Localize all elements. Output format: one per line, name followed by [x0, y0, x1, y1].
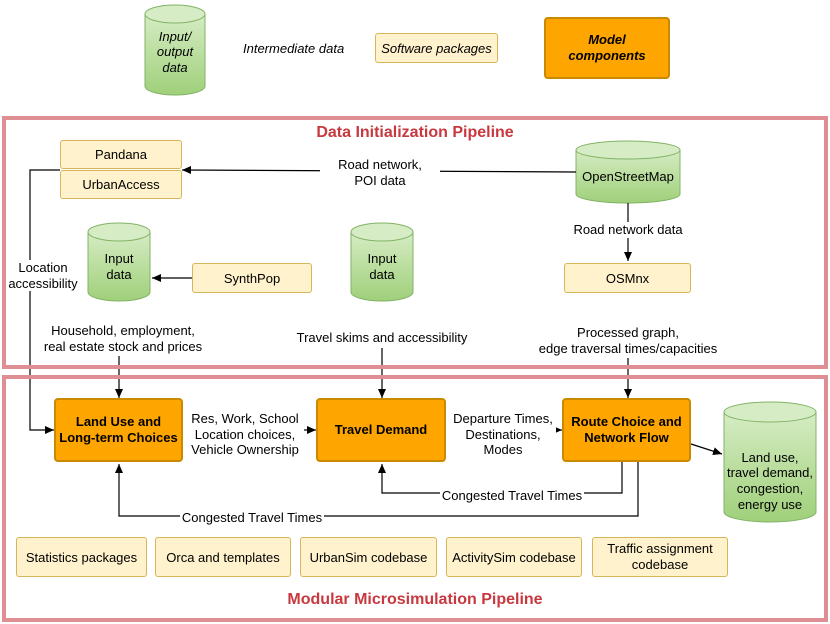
- legend-intermediate-label: Intermediate data: [243, 41, 345, 56]
- package-traffic-assignment: Traffic assignment codebase: [592, 537, 728, 577]
- legend-software-box: Software packages: [375, 33, 498, 63]
- package-urbansim: UrbanSim codebase: [300, 537, 437, 577]
- osmnx-box: OSMnx: [564, 263, 691, 293]
- travel-skims-label: Travel skims and accessibility: [290, 330, 474, 346]
- synthpop-box: SynthPop: [192, 263, 312, 293]
- travel-demand-box: Travel Demand: [316, 398, 446, 462]
- location-accessibility-label: Location accessibility: [8, 260, 78, 292]
- openstreetmap-label: OpenStreetMap: [582, 169, 674, 185]
- package-statistics: Statistics packages: [16, 537, 147, 577]
- res-work-label: Res, Work, School Location choices, Vehi…: [186, 411, 304, 458]
- legend-io-data-label: Input/ output data: [156, 28, 194, 75]
- arrow-congested-outer: [115, 462, 639, 517]
- pandana-box: Pandana: [60, 140, 182, 169]
- congested-inner-label: Congested Travel Times: [440, 488, 584, 504]
- micro-pipeline-title: Modular Microsimulation Pipeline: [287, 591, 543, 608]
- departure-label: Departure Times, Destinations, Modes: [450, 411, 556, 458]
- input-data-mid-cylinder: [350, 222, 414, 302]
- init-pipeline-title: Data Initialization Pipeline: [316, 124, 514, 141]
- init-pipeline-frame: [2, 116, 828, 369]
- input-data-left-cylinder: [87, 222, 151, 302]
- output-data-cylinder: [723, 401, 817, 523]
- input-data-left-label: Input data: [104, 251, 134, 282]
- openstreetmap-cylinder: [575, 140, 681, 204]
- urbanaccess-box: UrbanAccess: [60, 170, 182, 199]
- output-data-label: Land use, travel demand, congestion, ene…: [727, 449, 813, 512]
- input-data-mid-label: Input data: [367, 251, 397, 282]
- processed-graph-label: Processed graph, edge traversal times/ca…: [530, 325, 726, 357]
- arrow-route-output: [690, 443, 723, 456]
- legend-cylinder: [144, 4, 206, 96]
- road-network-data-label: Road network data: [566, 222, 690, 238]
- package-activitysim: ActivitySim codebase: [446, 537, 582, 577]
- road-network-poi-label: Road network, POI data: [320, 157, 440, 189]
- arrow-accessibility-landuse: [29, 169, 60, 434]
- congested-outer-label: Congested Travel Times: [180, 510, 324, 526]
- micro-pipeline-frame: [2, 375, 828, 622]
- package-orca: Orca and templates: [155, 537, 291, 577]
- legend-model-box: Model components: [544, 17, 670, 79]
- route-choice-box: Route Choice and Network Flow: [562, 398, 691, 462]
- land-use-box: Land Use and Long-term Choices: [54, 398, 183, 462]
- household-label: Household, employment, real estate stock…: [38, 323, 208, 355]
